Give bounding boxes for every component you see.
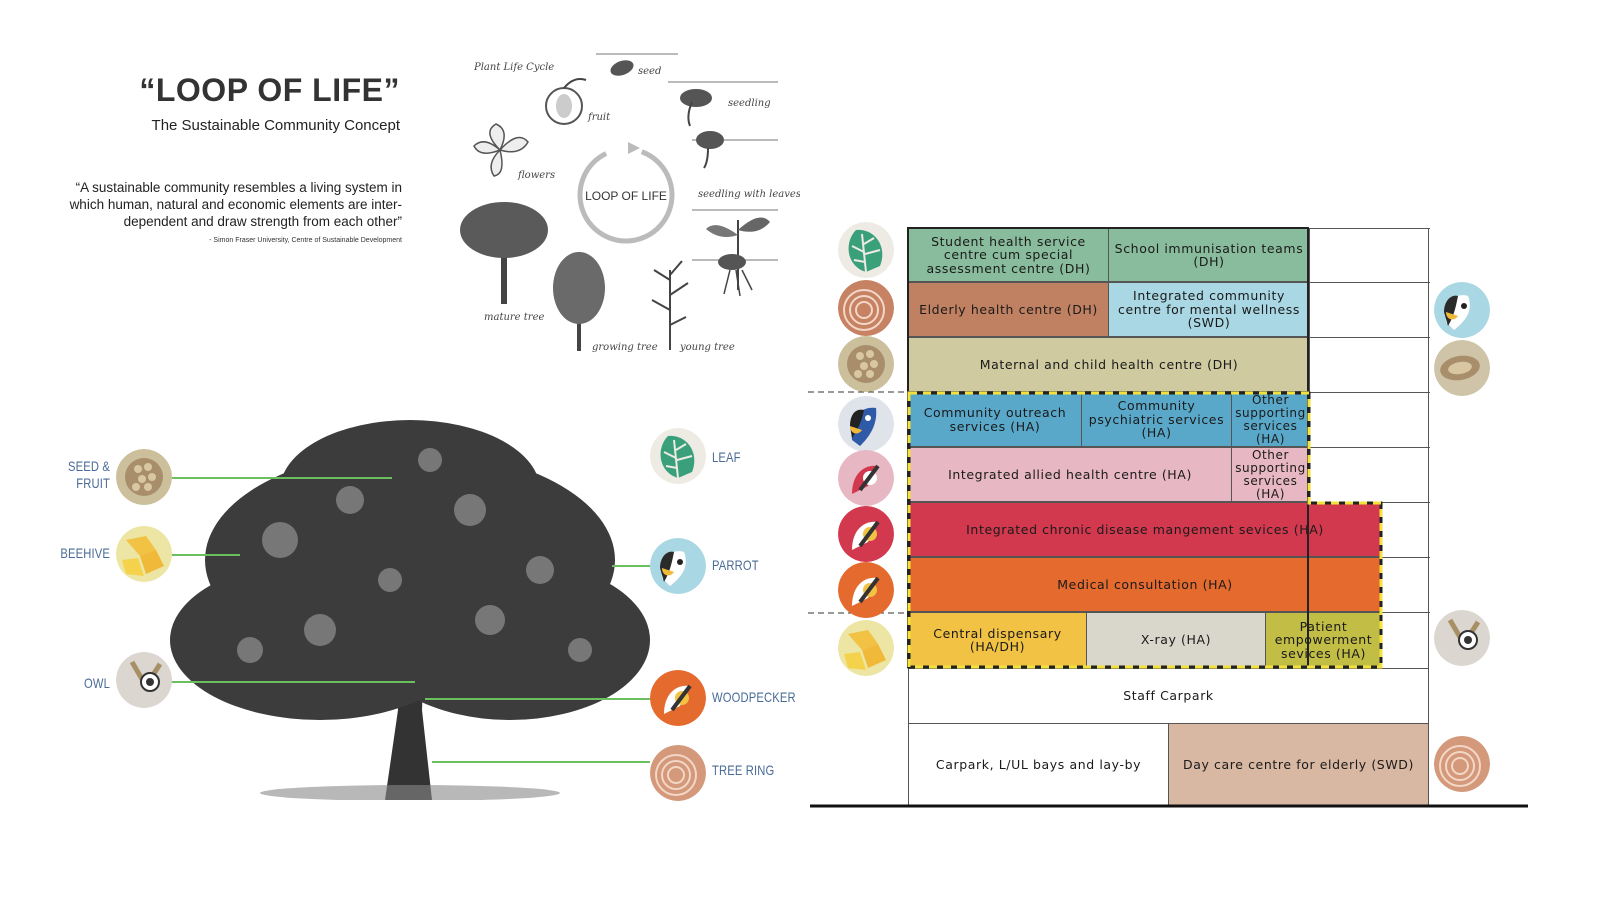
community-mental-block: Integrated community centre for mental w… bbox=[1108, 282, 1310, 337]
growing-tree-illustration bbox=[553, 252, 605, 351]
life-cycle-diagram: Plant Life Cycle seed seedling seedling … bbox=[460, 50, 801, 360]
maternal-child-block: Maternal and child health centre (DH) bbox=[908, 337, 1310, 392]
school-immunisation-block: School immunisation teams (DH) bbox=[1108, 228, 1310, 282]
svg-text:seedling: seedling bbox=[728, 98, 771, 109]
life-cycle-drawing: Plant Life Cycle seed seedling seedling … bbox=[460, 53, 801, 353]
sprout-illustration bbox=[706, 217, 770, 297]
legend-owl-label: OWL bbox=[84, 675, 110, 691]
other-support-block-2: Other supporting services (HA) bbox=[1231, 447, 1310, 502]
quote-text: “A sustainable community resembles a liv… bbox=[69, 180, 402, 229]
seedling-leaves-illustration bbox=[696, 131, 724, 169]
leader-lines bbox=[170, 477, 650, 763]
owl-icon bbox=[116, 652, 172, 708]
leaf-icon bbox=[650, 428, 706, 484]
legend-tree-ring-label: TREE RING bbox=[712, 762, 775, 778]
legend-woodpecker-label: WOODPECKER bbox=[712, 689, 796, 705]
seedling-illustration bbox=[680, 89, 712, 127]
tree-ring-icon bbox=[1434, 736, 1490, 792]
patient-empowerment-block: Patient empowerment sevices (HA) bbox=[1265, 612, 1382, 668]
student-health-block: Student health service centre cum specia… bbox=[908, 228, 1109, 282]
svg-text:fruit: fruit bbox=[587, 112, 611, 123]
community-psych-block: Community psychiatric services (HA) bbox=[1081, 392, 1232, 447]
woodpecker-icon bbox=[650, 670, 706, 726]
woodpecker-icon bbox=[838, 562, 894, 618]
legend-seed-fruit-label: SEED & FRUIT bbox=[67, 458, 110, 491]
leaf-icon bbox=[838, 222, 894, 278]
carpark-block: Carpark, L/UL bays and lay-by bbox=[908, 723, 1169, 806]
seed-icon bbox=[1434, 340, 1490, 396]
allied-health-block: Integrated allied health centre (HA) bbox=[908, 447, 1232, 502]
legend-parrot-label: PARROT bbox=[712, 557, 759, 573]
seed-illustration bbox=[610, 60, 634, 76]
flowers-illustration bbox=[473, 123, 529, 177]
svg-text:flowers: flowers bbox=[517, 170, 555, 181]
young-tree-illustration bbox=[651, 260, 689, 350]
tree-ring-icon bbox=[838, 280, 894, 336]
quote-source: - Simon Fraser University, Centre of Sus… bbox=[209, 237, 402, 244]
day-care-block: Day care centre for elderly (SWD) bbox=[1168, 723, 1429, 806]
svg-text:seed: seed bbox=[638, 66, 661, 77]
beehive-icon bbox=[116, 526, 172, 582]
page-title: “LOOP OF LIFE” bbox=[139, 72, 400, 108]
beehive-icon bbox=[838, 620, 894, 676]
parrot-icon bbox=[838, 396, 894, 452]
svg-text:mature tree: mature tree bbox=[484, 312, 544, 323]
legend-leaf-label: LEAF bbox=[712, 449, 741, 465]
staff-carpark-block: Staff Carpark bbox=[908, 668, 1429, 724]
xray-block: X-ray (HA) bbox=[1086, 612, 1266, 668]
chronic-disease-block: Integrated chronic disease mangement sev… bbox=[908, 502, 1382, 557]
parrot-icon bbox=[650, 538, 706, 594]
elderly-health-block: Elderly health centre (DH) bbox=[908, 282, 1109, 337]
tree-illustration bbox=[170, 410, 670, 801]
cycle-title: Plant Life Cycle bbox=[473, 62, 554, 73]
page-subtitle: The Sustainable Community Concept bbox=[151, 117, 400, 134]
fruit-illustration bbox=[545, 78, 587, 125]
seed-fruit-icon bbox=[116, 449, 172, 505]
parrot-icon bbox=[1434, 282, 1490, 338]
tree-ring-icon bbox=[650, 745, 706, 801]
seed-fruit-icon bbox=[838, 336, 894, 392]
owl-icon bbox=[1434, 610, 1490, 666]
central-dispensary-block: Central dispensary (HA/DH) bbox=[908, 612, 1087, 668]
woodpecker-icon bbox=[838, 450, 894, 506]
svg-text:young tree: young tree bbox=[679, 342, 735, 353]
svg-text:seedling with leaves: seedling with leaves bbox=[698, 189, 800, 200]
legend-beehive-label: BEEHIVE bbox=[60, 545, 110, 561]
svg-text:growing tree: growing tree bbox=[592, 342, 658, 353]
mature-tree-illustration bbox=[460, 202, 548, 304]
cycle-center-label: LOOP OF LIFE bbox=[585, 189, 667, 203]
woodpecker-icon bbox=[838, 506, 894, 562]
